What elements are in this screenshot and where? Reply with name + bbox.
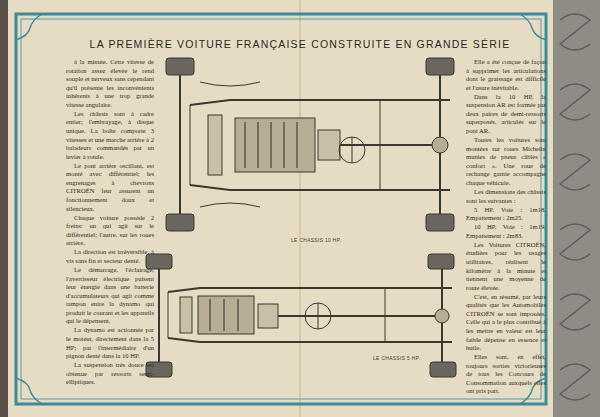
center-fold: [299, 0, 301, 417]
body-paragraph: à la minute. Cette vitesse de rotation a…: [66, 58, 154, 109]
body-paragraph: Chaque voiture possède 2 freins: un qui …: [66, 214, 154, 248]
engine-detail: [210, 299, 238, 331]
chassis-5hp: [146, 254, 456, 377]
radiator: [208, 115, 222, 175]
frame-rail: [168, 288, 452, 292]
wheel: [430, 362, 456, 377]
body-paragraph: Les châssis sont à cadre entier; l'embra…: [66, 110, 154, 161]
body-paragraph: La direction est irréversible, à vis san…: [66, 248, 154, 265]
engine: [198, 296, 254, 334]
drive-shaft: [340, 144, 432, 146]
front-axle: [158, 269, 160, 362]
steering-spoke: [352, 137, 353, 163]
corner: [16, 14, 42, 40]
border-frame: [16, 14, 546, 404]
wheel: [426, 214, 454, 231]
differential: [432, 137, 448, 153]
body-paragraph: 10 HP. Voie : 1m19. Empattement : 2m83.: [466, 223, 546, 240]
body-paragraph: 5 HP. Voie : 1m18. Empattement : 2m25.: [466, 206, 546, 223]
body-paragraph: Les dimensions des châssis sont les suiv…: [466, 188, 546, 205]
spring: [200, 82, 260, 86]
gearbox: [318, 130, 340, 160]
spring: [200, 203, 260, 207]
ornament: [560, 364, 590, 400]
figure-caption: LE CHASSIS 10 HP.: [290, 238, 342, 243]
body-paragraph: Le démarrage, l'éclairage, l'avertisseur…: [66, 266, 154, 326]
body-paragraph: Le pont arrière oscillant, est monté ave…: [66, 162, 154, 213]
ornament: [560, 224, 590, 260]
page-title: LA PREMIÈRE VOITURE FRANÇAISE CONSTRUITE…: [60, 38, 540, 50]
cross-member: [385, 288, 386, 342]
engine-detail: [245, 122, 297, 168]
body-paragraph: Dans la 10 HP, la suspension AR est form…: [466, 93, 546, 136]
corner: [520, 14, 546, 40]
body-paragraph: Toutes les voitures sont montées sur rou…: [466, 136, 546, 187]
chassis-10hp: [166, 58, 454, 231]
body-paragraph: Les Voitures CITROËN, étudiées pour les …: [466, 241, 546, 292]
body-paragraph: Elles sont, en effet, toujours sorties v…: [466, 353, 546, 396]
ornament: [560, 14, 590, 50]
ornament: [560, 154, 590, 190]
drive-shaft: [278, 315, 435, 317]
engine: [235, 118, 315, 172]
wheel: [166, 214, 194, 231]
text-column: Elle a été conçue de façon à supprimer l…: [466, 58, 546, 396]
radiator: [180, 297, 192, 333]
wheel: [166, 58, 194, 75]
body-paragraph: La suspension très douce est obtenue par…: [66, 361, 154, 387]
endpaper-pattern: [560, 14, 590, 400]
page-edge: [0, 0, 8, 417]
body-paragraph: C'est, en résumé, par leurs qualités que…: [466, 293, 546, 353]
body-paragraph: La dynamo est actionnée par le moteur, d…: [66, 326, 154, 360]
body-paragraph: Elle a été conçue de façon à supprimer l…: [466, 58, 546, 92]
steering-wheel: [339, 137, 365, 163]
front-axle: [179, 75, 181, 214]
frame-rail: [168, 338, 452, 342]
gearbox: [258, 304, 278, 328]
frame-rail: [190, 100, 450, 105]
page: [8, 0, 553, 417]
ornament: [560, 84, 590, 120]
border-frame-inner: [21, 19, 541, 399]
ornament: [560, 294, 590, 330]
cross-member: [168, 292, 169, 338]
corner-ornaments: [16, 14, 546, 404]
text-column: à la minute. Cette vitesse de rotation a…: [66, 58, 154, 387]
wheel: [426, 58, 454, 75]
figure-caption: LE CHASSIS 5 HP.: [372, 356, 421, 361]
wheel: [428, 254, 454, 269]
endpaper: [553, 0, 600, 417]
corner: [16, 378, 42, 404]
frame-rail: [190, 185, 450, 190]
cross-member: [380, 100, 381, 190]
cross-member: [190, 105, 191, 185]
differential: [435, 309, 449, 323]
